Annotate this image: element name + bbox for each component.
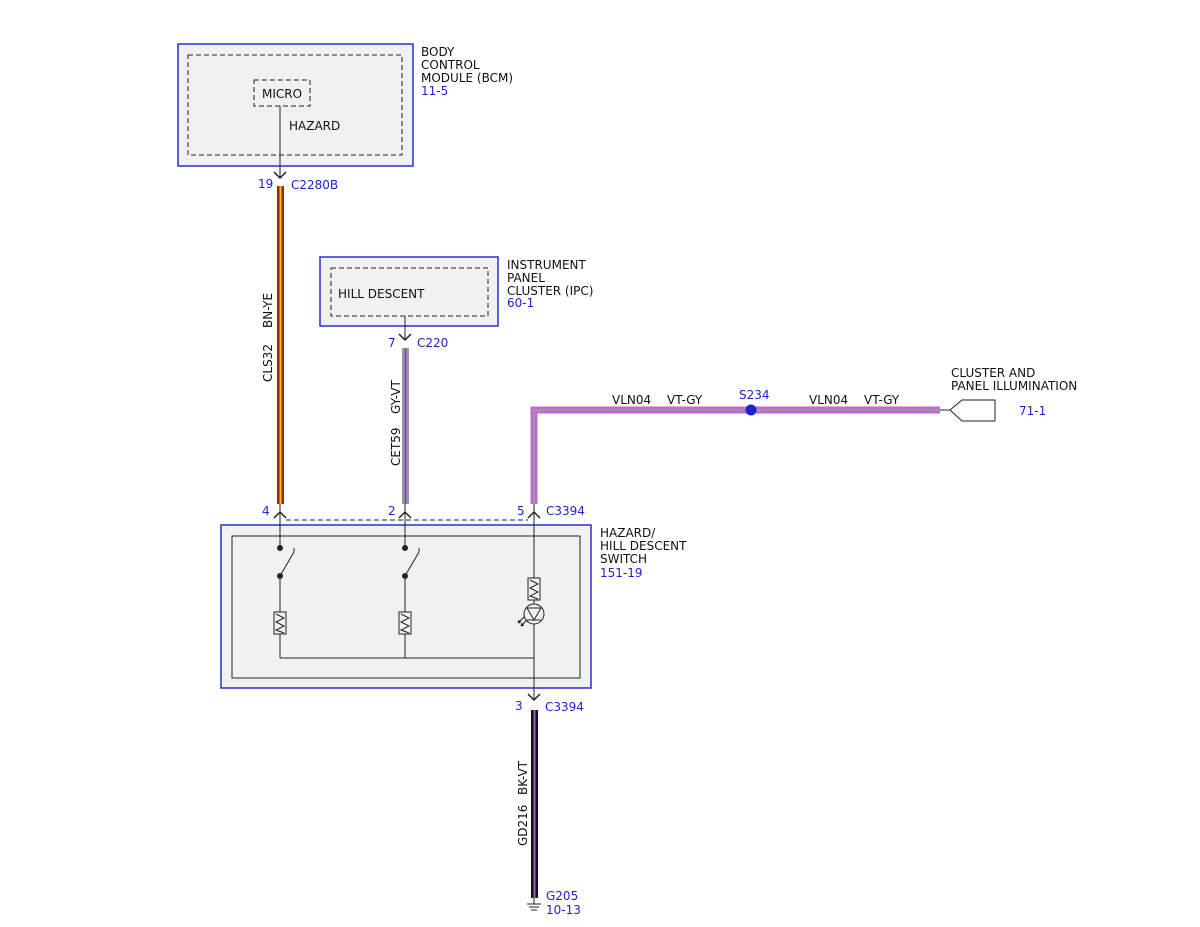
illum-name-line-1: CLUSTER AND bbox=[951, 366, 1035, 380]
bcm-connector-name[interactable]: C2280B bbox=[291, 178, 338, 192]
bcm-name-line-1: BODY bbox=[421, 45, 455, 59]
switch-contact bbox=[277, 545, 283, 551]
ground-icon bbox=[527, 898, 541, 911]
switch-name-line-1: HAZARD/ bbox=[600, 526, 656, 540]
switch-internal-circuit bbox=[273, 520, 545, 700]
micro-block bbox=[253, 79, 311, 107]
switch-pin3-label: 3 bbox=[515, 699, 523, 713]
switch-pin5-connector[interactable]: C3394 bbox=[546, 504, 585, 518]
switch-icon bbox=[404, 551, 420, 577]
hill-descent-wire-color: GY-VT bbox=[389, 380, 403, 414]
illumination-wire-base bbox=[530, 406, 940, 504]
resistor-icon bbox=[398, 611, 412, 635]
hazard-wire-color: BN-YE bbox=[261, 293, 275, 328]
hazard-wire-stripe bbox=[279, 186, 282, 504]
switch-ref[interactable]: 151-19 bbox=[600, 566, 643, 580]
ground-ref[interactable]: 10-13 bbox=[546, 903, 581, 917]
ipc-name-line-3: CLUSTER (IPC) bbox=[507, 284, 593, 298]
bcm-inner-dashed bbox=[187, 54, 403, 156]
led-icon bbox=[523, 603, 545, 625]
ground-name[interactable]: G205 bbox=[546, 889, 578, 903]
ipc-name-line-1: INSTRUMENT bbox=[507, 258, 586, 272]
hazard-wire[interactable] bbox=[277, 186, 284, 504]
illum-left-circuit: VLN04 bbox=[612, 393, 651, 407]
illum-right-color: VT-GY bbox=[864, 393, 900, 407]
resistor-icon bbox=[273, 611, 287, 635]
switch-icon bbox=[279, 551, 295, 577]
ground-wire-circuit: GD216 bbox=[516, 805, 530, 846]
hill-descent-wire-stripe bbox=[404, 348, 407, 504]
resistor-icon bbox=[527, 577, 541, 601]
illum-name-line-2: PANEL ILLUMINATION bbox=[951, 379, 1077, 393]
hazard-wire-circuit: CLS32 bbox=[261, 344, 275, 382]
illum-ref[interactable]: 71-1 bbox=[1019, 404, 1046, 418]
bcm-name-line-3: MODULE (BCM) bbox=[421, 71, 513, 85]
bcm-module[interactable]: MICRO HAZARD BODY CONTROL MODULE (BCM) 1… bbox=[177, 43, 513, 167]
bcm-name-line-2: CONTROL bbox=[421, 58, 480, 72]
micro-label: MICRO bbox=[262, 87, 302, 101]
ground-wire[interactable] bbox=[531, 710, 538, 898]
illum-left-color: VT-GY bbox=[667, 393, 703, 407]
switch-module[interactable]: HAZARD/ HILL DESCENT SWITCH 151-19 bbox=[220, 524, 687, 689]
switch-pin4-label: 4 bbox=[262, 504, 270, 518]
ipc-connector-name[interactable]: C220 bbox=[417, 336, 448, 350]
hill-descent-wire[interactable] bbox=[402, 348, 409, 504]
illumination-wire[interactable] bbox=[530, 406, 940, 504]
connector-pin-icon bbox=[398, 333, 412, 342]
ipc-name-line-2: PANEL bbox=[507, 271, 545, 285]
illum-right-circuit: VLN04 bbox=[809, 393, 848, 407]
switch-pin2-label: 2 bbox=[388, 504, 396, 518]
ipc-ref[interactable]: 60-1 bbox=[507, 296, 534, 310]
hazard-signal-label: HAZARD bbox=[289, 119, 340, 133]
bcm-connector-pin: 19 bbox=[258, 177, 273, 191]
illumination-plug[interactable] bbox=[949, 399, 996, 422]
illumination-wire-stripe bbox=[533, 409, 940, 504]
splice-icon[interactable] bbox=[745, 404, 757, 416]
bcm-ref[interactable]: 11-5 bbox=[421, 84, 448, 98]
switch-pin5-label: 5 bbox=[517, 504, 525, 518]
connector-pin-icon bbox=[527, 693, 541, 702]
hill-descent-wire-circuit: CET59 bbox=[389, 427, 403, 466]
switch-name-line-2: HILL DESCENT bbox=[600, 539, 687, 553]
ground-wire-stripe bbox=[533, 710, 536, 898]
switch-inner-box bbox=[231, 535, 581, 679]
ipc-connector-pin: 7 bbox=[388, 336, 396, 350]
ipc-module[interactable]: HILL DESCENT INSTRUMENT PANEL CLUSTER (I… bbox=[319, 256, 593, 327]
bcm-border bbox=[177, 43, 414, 167]
connector-pin-icon bbox=[273, 171, 287, 180]
splice-label[interactable]: S234 bbox=[739, 388, 770, 402]
hill-descent-block-label: HILL DESCENT bbox=[338, 287, 425, 301]
ipc-inner-dashed bbox=[330, 267, 489, 317]
switch-name-line-3: SWITCH bbox=[600, 552, 647, 566]
ground-wire-color: BK-VT bbox=[516, 760, 530, 795]
switch-pin3-connector[interactable]: C3394 bbox=[545, 700, 584, 714]
switch-contact bbox=[402, 545, 408, 551]
